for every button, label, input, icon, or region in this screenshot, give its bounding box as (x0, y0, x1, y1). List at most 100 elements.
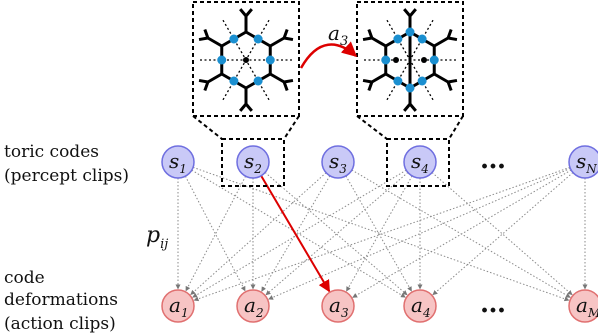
clip-edges (175, 166, 588, 302)
percept-clip-5-circle (568, 145, 598, 179)
highlighted-edge (260, 175, 331, 293)
percept-clip-2-circle (236, 145, 270, 179)
percept-clip-3-circle (321, 145, 355, 179)
action-clip-3[interactable]: a3 (321, 289, 355, 323)
clip-edge (192, 169, 407, 298)
lattice-edge (446, 29, 453, 39)
percept-clip-1-circle (161, 145, 195, 179)
qubit (417, 76, 427, 86)
percept-clip-4[interactable]: s4 (403, 145, 437, 179)
action-row-label-line1: code (4, 268, 45, 288)
lattice-before (198, 8, 294, 112)
clip-edge (431, 172, 573, 296)
clip-edge (268, 167, 571, 300)
qubit (381, 55, 391, 65)
qubit (253, 76, 263, 86)
percept-clip-4-circle (403, 145, 437, 179)
lattice-edge (362, 36, 373, 42)
lattice-edge (367, 81, 374, 91)
lattice-edge (433, 72, 449, 84)
percept-clip-1[interactable]: s1 (161, 145, 195, 179)
lattice-edge (207, 72, 223, 84)
qubit (429, 55, 439, 65)
lattice-edge (371, 72, 387, 84)
action-clip-1[interactable]: a1 (161, 289, 195, 323)
clip-edge (352, 169, 572, 298)
lattice-edge (447, 78, 458, 84)
action-clip-3-circle (321, 289, 355, 323)
qubit (405, 27, 415, 37)
lattice-edge (269, 36, 285, 48)
action-row-label-line2: deformations (4, 290, 118, 310)
percept-clip-1-label: s1 (169, 149, 187, 176)
percept-row-label-line2: (percept clips) (4, 166, 129, 186)
action-clip-2-label: a2 (244, 293, 264, 320)
action-clip-3-label: a3 (329, 293, 349, 320)
percept-clip-2-label: s2 (244, 149, 262, 176)
action-clip-5-label: aM (576, 293, 598, 320)
lattice-edge (207, 36, 223, 48)
percept-clip-5-label: sN (576, 149, 597, 176)
qubit (265, 55, 275, 65)
clip-edge (191, 169, 406, 298)
vertex (393, 57, 399, 63)
lattice-after (362, 8, 458, 112)
zoom-connector (192, 115, 223, 140)
action-clip-5[interactable]: aM (568, 289, 598, 323)
edge-weight-label: pij (146, 223, 168, 252)
action-clip-5-circle (568, 289, 598, 323)
zoom-connector (283, 115, 300, 140)
percept-clip-3-label: s3 (329, 149, 347, 176)
action-row-label-line3: (action clips) (4, 314, 116, 334)
qubit (229, 76, 239, 86)
clip-edge (184, 175, 246, 292)
action-clip-4-label: a4 (411, 293, 431, 320)
clip-edge (190, 172, 327, 295)
lattice-edge (433, 36, 449, 48)
percept-clip-4-label: s4 (411, 149, 429, 176)
qubit (229, 34, 239, 44)
lattice-edge (282, 29, 289, 39)
clip-edge (432, 172, 574, 296)
action-clip-4[interactable]: a4 (403, 289, 437, 323)
clip-edge (185, 175, 247, 292)
zoom-box-s4 (386, 138, 450, 187)
lattice-edge (239, 8, 248, 17)
lattice-edge (244, 103, 253, 112)
transition-arrow (299, 41, 358, 69)
vertex (243, 57, 249, 63)
qubit (393, 34, 403, 44)
zoom-box-s2 (221, 138, 285, 187)
action-clip-1-label: a1 (169, 293, 189, 320)
qubit (393, 76, 403, 86)
action-clip-1-circle (161, 289, 195, 323)
qubit (217, 55, 227, 65)
clip-nodes: s1 s2 s3 s4 sN a1 a2 a3 a4 aM (161, 145, 598, 323)
clip-edge (345, 175, 413, 292)
action-clip-4-circle (403, 289, 437, 323)
action-clip-2[interactable]: a2 (236, 289, 270, 323)
lattice-edge (269, 72, 285, 84)
percept-ellipsis: … (480, 145, 506, 175)
toric-code-panel-1 (192, 1, 300, 187)
qubit (405, 83, 415, 93)
action-clip-2-circle (236, 289, 270, 323)
lattice-edge (371, 36, 387, 48)
lattice-edge (198, 36, 209, 42)
percept-clip-5[interactable]: sN (568, 145, 598, 179)
zoom-connector (356, 115, 388, 140)
percept-clip-2[interactable]: s2 (236, 145, 270, 179)
qubit (253, 34, 263, 44)
percept-row-label-line1: toric codes (4, 142, 99, 162)
toric-code-panel-2 (356, 1, 464, 187)
percept-clip-3[interactable]: s3 (321, 145, 355, 179)
zoom-connector (448, 115, 464, 140)
lattice-edge (283, 78, 294, 84)
lattice-edge (203, 81, 210, 91)
vertex (421, 57, 427, 63)
transition-label: a3 (328, 21, 348, 49)
action-ellipsis: … (480, 289, 506, 319)
clip-edge (345, 175, 413, 292)
